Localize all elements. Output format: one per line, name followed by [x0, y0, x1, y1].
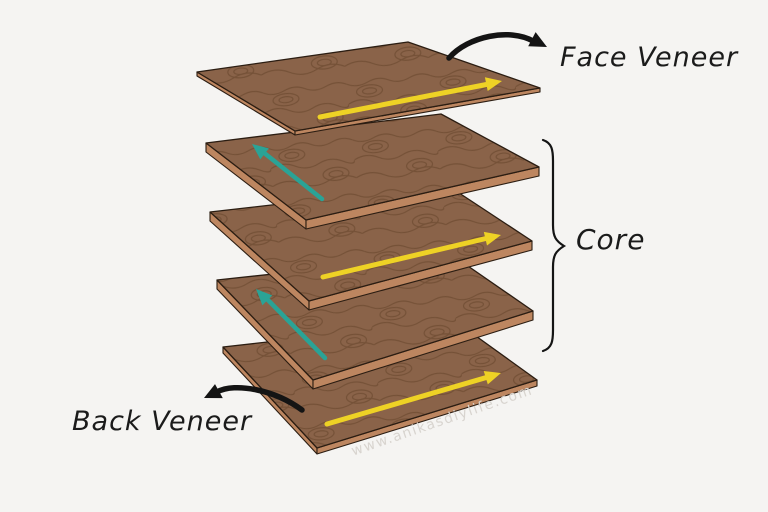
back-veneer-arrowhead-icon	[204, 384, 223, 399]
back-veneer-arrow-icon	[214, 384, 305, 413]
layer-1-grain-arrow	[317, 81, 492, 120]
face-veneer-arrowhead-icon	[528, 32, 547, 47]
layer-2-grain-arrow	[260, 149, 325, 202]
face-veneer-pointer	[446, 32, 547, 61]
layer-4-grain-arrowhead-icon	[256, 289, 273, 306]
layer-3-grain-arrowhead-icon	[483, 231, 501, 246]
core-brace-icon	[541, 138, 567, 353]
layer-5-grain-arrow	[324, 374, 491, 427]
layer-face-veneer	[196, 41, 541, 136]
layer-2-grain-arrowhead-icon	[252, 144, 269, 160]
layer-5-grain-arrowhead-icon	[483, 371, 501, 385]
face-veneer-arrow-icon	[446, 32, 536, 61]
layer-4-grain-arrow	[263, 295, 328, 361]
layer-1-top-face	[196, 41, 541, 132]
layer-3-grain-arrow	[320, 235, 491, 280]
back-veneer-pointer	[204, 384, 305, 413]
back-veneer-label: Back Veneer	[72, 406, 253, 437]
face-veneer-label: Face Veneer	[560, 42, 739, 73]
layer-core-ply-1	[205, 113, 540, 230]
layer-1-grain-arrowhead-icon	[484, 77, 502, 91]
core-label: Core	[576, 223, 646, 256]
